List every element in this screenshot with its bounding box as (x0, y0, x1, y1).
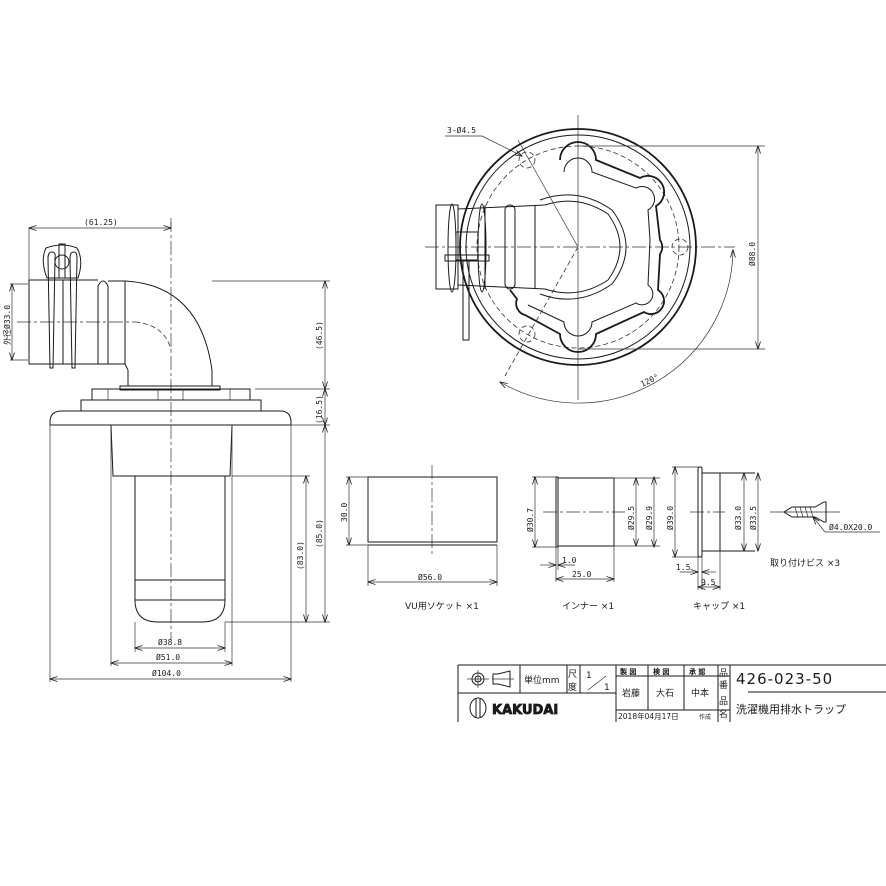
scale-label-2: 度 (568, 681, 577, 693)
checked-by: 大石 (656, 687, 674, 699)
screw-icon (783, 501, 827, 523)
dim-cap-outer: Ø39.0 (665, 506, 675, 530)
trap-cup (134, 599, 226, 623)
dim-83-0: (83.0) (296, 541, 305, 570)
part-no-label-2: 番 (719, 679, 728, 691)
drawn-by: 岩藤 (622, 687, 640, 699)
dim-104-0: Ø104.0 (152, 668, 181, 678)
part-vu-socket: 30.0 Ø56.0 VU用ソケット ×1 (340, 465, 498, 612)
bead-ring (97, 280, 109, 365)
elbow-outer (124, 280, 213, 371)
dim-holes: 3-Ø4.5 (447, 125, 476, 135)
body-upper (110, 424, 233, 477)
top-view: 120° 3-Ø4.5 Ø88.0 (425, 115, 765, 404)
approved-by: 中本 (691, 687, 709, 699)
part-no-label-1: 品 (719, 668, 728, 679)
dim-socket-height: 30.0 (340, 503, 349, 522)
scale-num: 1 (586, 671, 592, 681)
col-approved: 承 認 (689, 667, 705, 676)
dim-120deg: 120° (639, 373, 660, 389)
drawing-date: 2018年04月17日 (618, 711, 679, 721)
kakudai-logo: KAKUDAI (469, 697, 559, 719)
dim-38-8: Ø38.8 (158, 637, 182, 647)
dim-cap-in2: Ø33.5 (748, 506, 758, 530)
scale-label-1: 尺 (568, 669, 577, 680)
part-name: 洗濯機用排水トラップ (736, 702, 846, 716)
label-vu-socket: VU用ソケット ×1 (405, 601, 479, 612)
dim-outlet-dia: 外径Ø33.0 (2, 305, 12, 345)
clamp-wire-left (47, 251, 56, 369)
part-screw: Ø4.0X20.0 取り付けビス ×3 (770, 501, 880, 569)
brand-name: KAKUDAI (492, 703, 558, 718)
part-name-label-2: 名 (719, 708, 728, 720)
projection-symbol-icon (467, 670, 514, 688)
part-cap: Ø39.0 Ø33.0 Ø33.5 1.5 9.5 キャップ ×1 (665, 466, 758, 612)
title-block: 単位mm 尺 度 1 1 KAKUDAI 製 図 検 図 承 認 岩藤 大石 中… (457, 664, 886, 722)
dim-51-0: Ø51.0 (156, 652, 180, 662)
outlet-socket (28, 279, 64, 365)
label-inner: インナー ×1 (562, 601, 614, 612)
main-flange (49, 410, 292, 426)
dim-cap-in1: Ø33.0 (733, 506, 743, 530)
dim-inner-outer: Ø30.7 (525, 508, 535, 532)
part-number: 426-023-50 (736, 670, 833, 688)
dim-16-5: (16.5) (315, 395, 324, 424)
dim-inner-flange: 1.0 (562, 556, 577, 565)
dim-cap-length: 9.5 (701, 578, 716, 587)
top-outlet-socket (435, 204, 459, 290)
col-checked: 検 図 (653, 667, 669, 676)
clamp-wire-right (69, 251, 78, 369)
dim-inner-in1: Ø29.5 (626, 506, 636, 530)
unit-label: 単位mm (524, 674, 560, 686)
dim-inner-in2: Ø29.9 (644, 506, 654, 530)
dim-socket-dia: Ø56.0 (418, 572, 442, 582)
scale-den: 1 (604, 683, 610, 693)
hose-clamp-head (42, 244, 82, 279)
elbow-hidden-curve (134, 321, 172, 351)
part-inner: Ø30.7 Ø29.5 Ø29.9 1.0 25.0 インナー ×1 (525, 476, 660, 612)
dim-pcd: Ø88.0 (747, 242, 757, 266)
side-view: (61.25) 外径Ø33.0 (46.5) (16.5) (85.0) (83… (2, 218, 330, 682)
date-suffix: 作成 (699, 713, 711, 721)
dim-inner-length: 25.0 (572, 570, 591, 579)
dim-cap-flange: 1.5 (676, 563, 691, 572)
dim-85-0: (85.0) (315, 519, 324, 548)
dim-61-25: (61.25) (84, 218, 118, 227)
flange-ring-top (119, 385, 221, 391)
angle-arc (500, 250, 733, 404)
col-drawn: 製 図 (619, 667, 636, 676)
part-name-label-1: 品 (719, 696, 728, 707)
label-cap: キャップ ×1 (693, 601, 745, 612)
dim-46-5: (46.5) (315, 321, 324, 350)
label-screw: 取り付けビス ×3 (770, 558, 840, 569)
dim-screw: Ø4.0X20.0 (829, 522, 873, 532)
